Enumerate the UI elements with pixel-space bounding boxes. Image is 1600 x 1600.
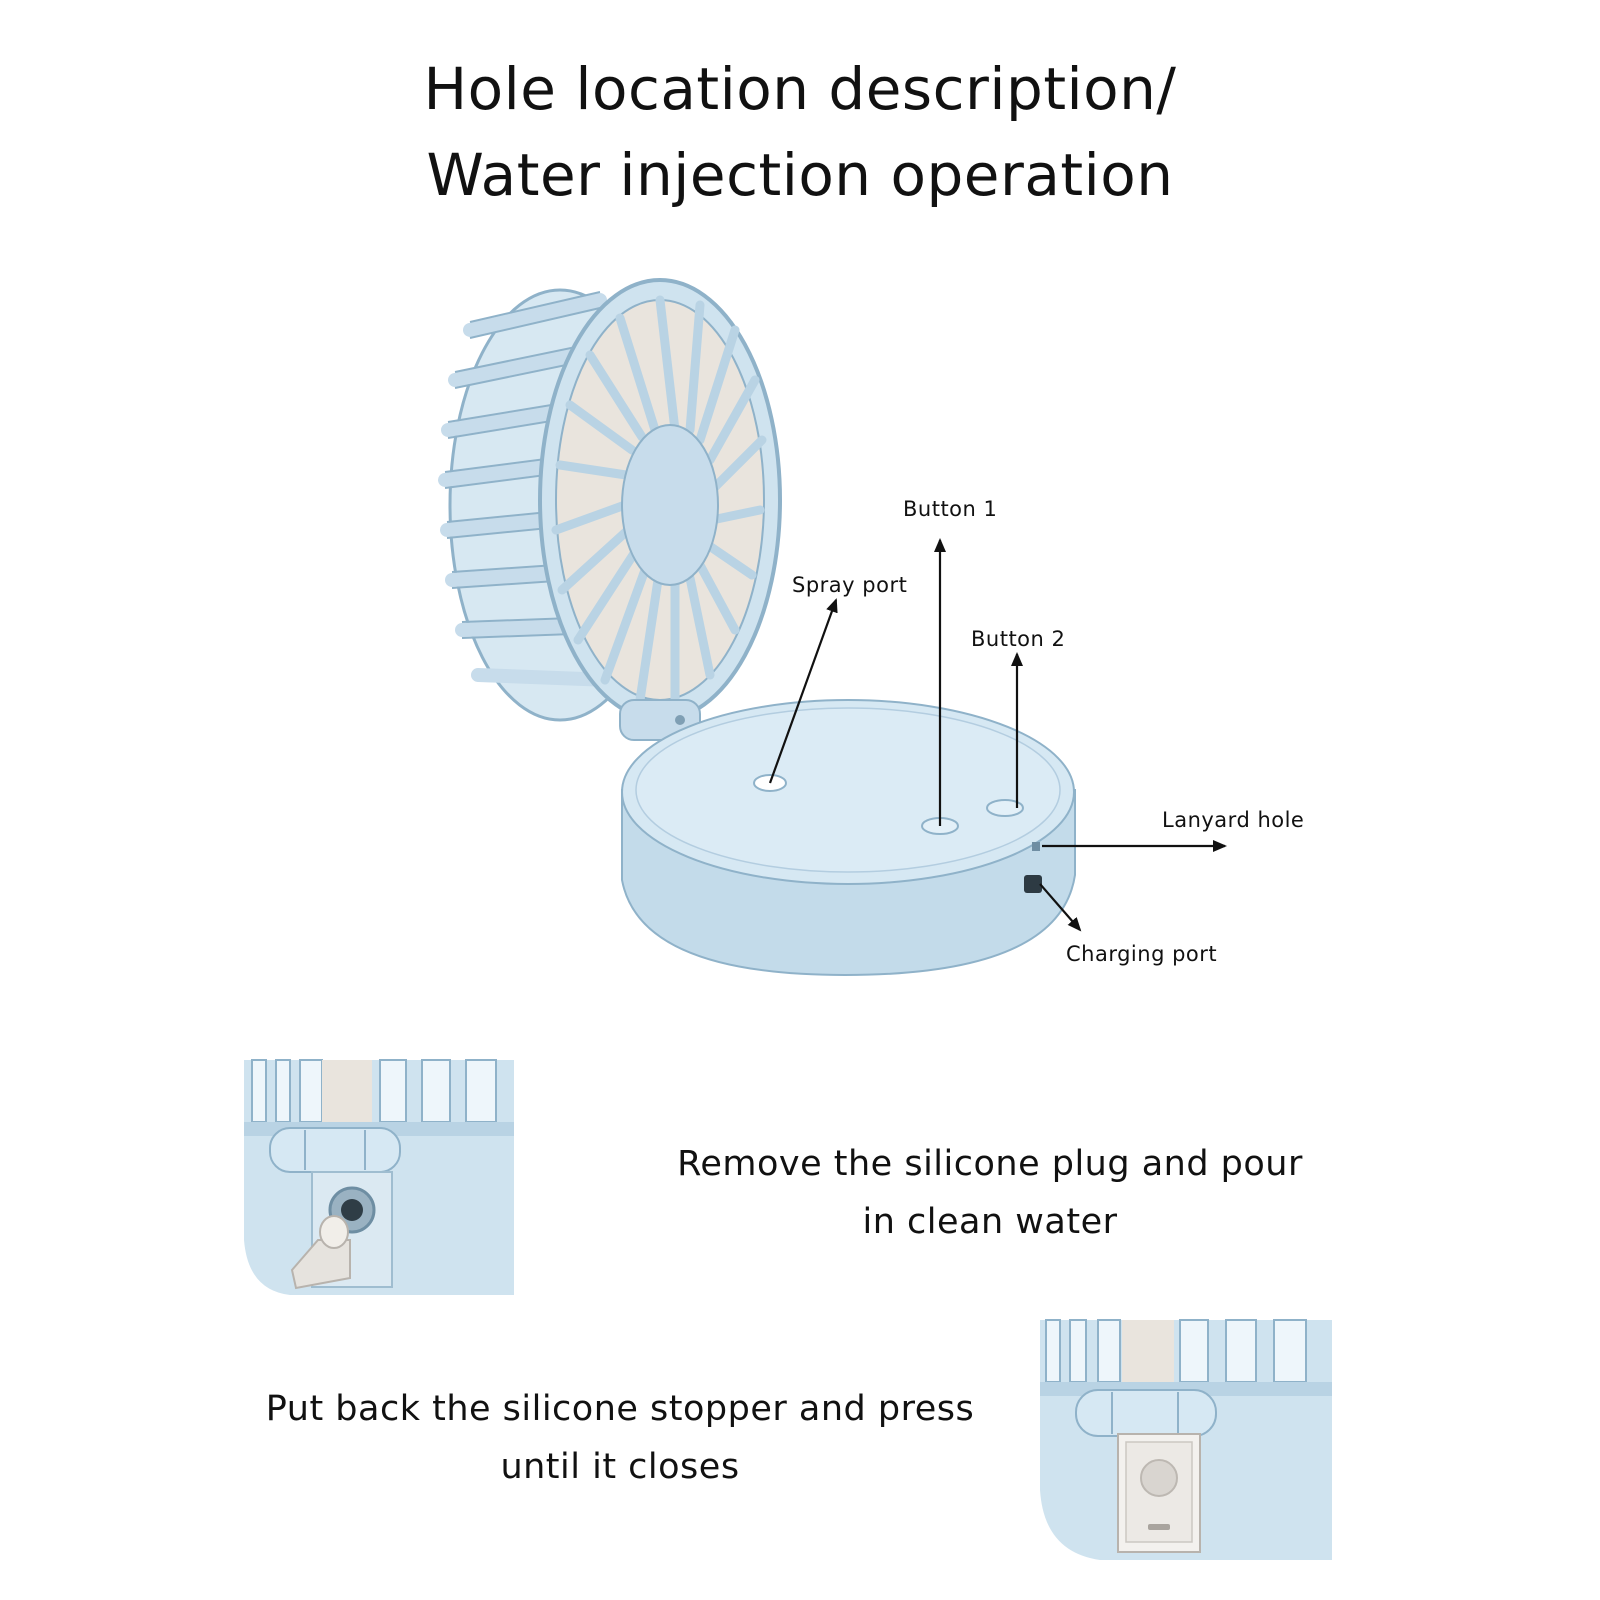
- step-2-line-2: until it closes: [500, 1447, 740, 1487]
- arrow-spray-port: [768, 598, 838, 784]
- label-spray-port: Spray port: [792, 573, 908, 597]
- label-charging-port: Charging port: [1066, 942, 1218, 966]
- step-1-text: Remove the silicone plug and pour in cle…: [640, 1135, 1340, 1251]
- step-1-line-1: Remove the silicone plug and pour: [677, 1144, 1303, 1184]
- arrow-charging-port: [1039, 883, 1082, 932]
- step-2-text: Put back the silicone stopper and press …: [240, 1380, 1000, 1496]
- fan-head: [438, 278, 782, 741]
- button-2-shape: [986, 799, 1024, 817]
- charging-port-shape: [1024, 875, 1042, 893]
- title-line-1: Hole location description/: [423, 55, 1177, 123]
- step-1-line-2: in clean water: [862, 1202, 1118, 1242]
- label-lanyard-hole: Lanyard hole: [1162, 808, 1305, 832]
- callout-arrows: [768, 538, 1227, 932]
- label-button-2: Button 2: [971, 627, 1066, 651]
- title-line-2: Water injection operation: [426, 141, 1174, 209]
- lanyard-hole-shape: [1032, 842, 1040, 851]
- detail-image-plug-removed: [244, 1059, 514, 1295]
- step-2-line-1: Put back the silicone stopper and press: [265, 1389, 975, 1429]
- label-button-1: Button 1: [903, 497, 998, 521]
- page-title: Hole location description/ Water injecti…: [0, 46, 1600, 218]
- detail-image-plug-closed: [1040, 1319, 1332, 1560]
- fan-base: [621, 699, 1076, 977]
